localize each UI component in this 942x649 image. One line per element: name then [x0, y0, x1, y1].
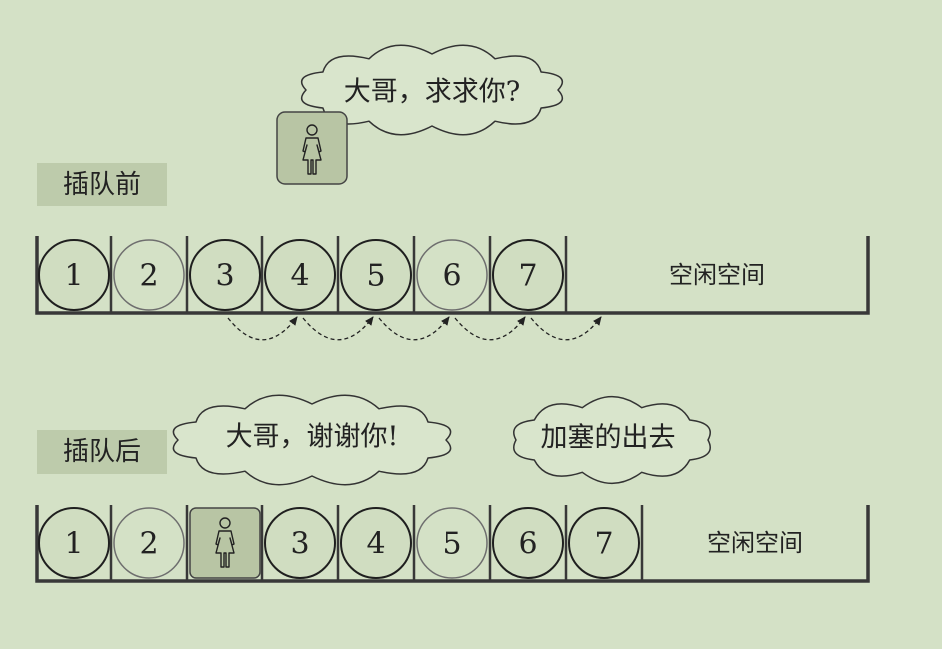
speech-text-after-left: 大哥，谢谢你! — [226, 422, 399, 453]
shift-arrow — [378, 316, 450, 341]
element-circle — [416, 239, 488, 311]
array-frame-after — [35, 505, 870, 583]
element-circle — [113, 239, 185, 311]
element-circle — [568, 507, 640, 579]
speech-text-before: 大哥，求求你? — [344, 77, 520, 108]
element-circle — [113, 507, 185, 579]
shift-arrow — [302, 316, 374, 341]
element-circle — [264, 239, 336, 311]
array-frame-before — [35, 236, 870, 315]
after-section: 大哥，谢谢你! 加塞的出去 插队后 1 2 3 4 — [35, 394, 870, 583]
element-value: 6 — [442, 259, 461, 294]
element-circle — [416, 507, 488, 579]
element-value: 5 — [442, 527, 461, 562]
label-box-before — [37, 163, 167, 206]
free-space-label-before: 空闲空间 — [669, 261, 765, 289]
person-icon — [302, 124, 322, 175]
shift-arrow — [227, 316, 298, 341]
array-elements-before: 1 2 3 4 5 6 7 — [38, 239, 564, 311]
shift-arrow — [454, 316, 526, 341]
element-value: 1 — [64, 259, 83, 294]
element-circle — [340, 239, 412, 311]
free-space-label-after: 空闲空间 — [707, 529, 803, 557]
element-circle — [189, 239, 261, 311]
element-value: 4 — [366, 527, 385, 562]
element-value: 6 — [518, 527, 537, 562]
element-value: 7 — [518, 259, 537, 294]
shift-arrow — [530, 316, 602, 341]
speech-cloud-after-right — [513, 396, 711, 484]
person-box-inserted — [189, 507, 261, 579]
element-value: 7 — [594, 527, 613, 562]
element-value: 2 — [139, 259, 158, 294]
before-section: 大哥，求求你? 插队前 1 2 3 4 5 — [35, 44, 870, 341]
element-circle — [492, 507, 564, 579]
speech-cloud-before — [301, 44, 563, 136]
person-icon — [215, 517, 235, 568]
label-before: 插队前 — [63, 170, 141, 200]
shift-arrows — [227, 316, 602, 341]
element-circle — [340, 507, 412, 579]
array-elements-after: 1 2 3 4 5 6 7 — [38, 507, 640, 579]
speech-text-after-right: 加塞的出去 — [541, 423, 676, 454]
element-value: 5 — [366, 259, 385, 294]
element-value: 3 — [215, 259, 234, 294]
element-value: 2 — [139, 527, 158, 562]
element-value: 3 — [290, 527, 309, 562]
element-value: 1 — [64, 527, 83, 562]
label-box-after — [37, 430, 167, 474]
element-value: 4 — [290, 259, 309, 294]
element-circle — [38, 507, 110, 579]
label-after: 插队后 — [63, 437, 141, 467]
element-circle — [264, 507, 336, 579]
person-box-waiting — [276, 111, 348, 185]
element-circle — [492, 239, 564, 311]
element-circle — [38, 239, 110, 311]
speech-cloud-after-left — [172, 394, 452, 486]
